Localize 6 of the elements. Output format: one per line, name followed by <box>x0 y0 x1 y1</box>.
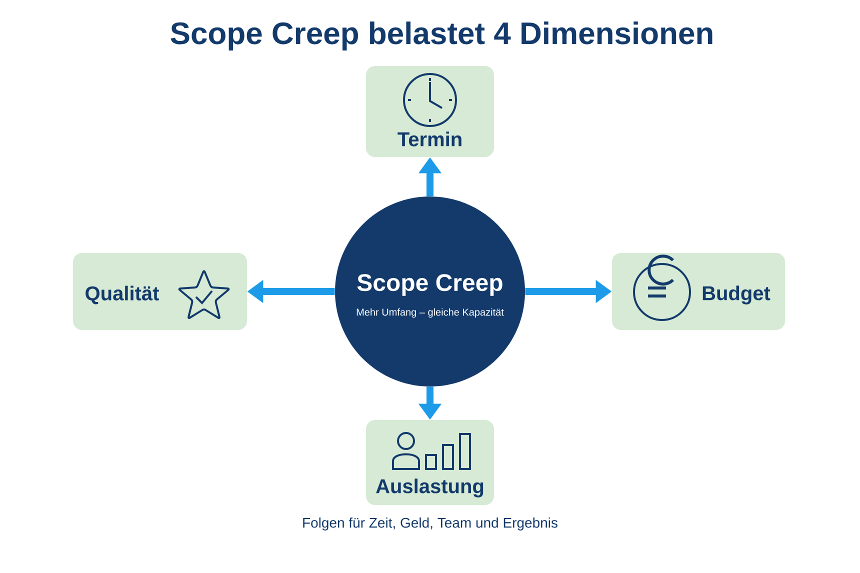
dimension-box: Budget <box>612 253 785 330</box>
dimension-box: Termin <box>366 66 494 157</box>
dimension-box: Qualität <box>73 253 247 330</box>
title: Scope Creep belastet 4 Dimensionen <box>170 22 712 50</box>
dimension-box: Auslastung <box>366 420 494 505</box>
caption: Folgen für Zeit, Geld, Team und Ergebnis <box>303 517 558 531</box>
